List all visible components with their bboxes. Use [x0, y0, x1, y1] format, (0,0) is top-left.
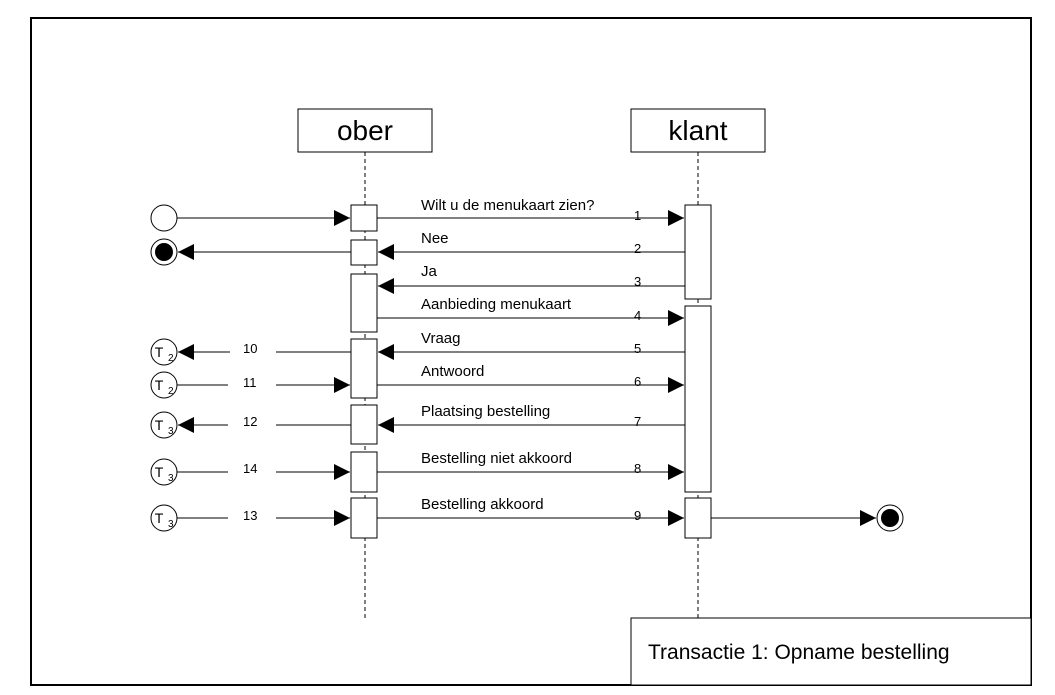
side-link-11-number: 11	[243, 375, 257, 390]
side-link-14-number: 14	[243, 461, 257, 476]
activation-ober-1	[350, 204, 378, 232]
end-node-left	[155, 243, 173, 261]
side-node-14-sub: 3	[168, 473, 174, 484]
title-box	[630, 617, 1032, 686]
message-label-7: Plaatsing bestelling	[421, 403, 550, 420]
message-number-4: 4	[634, 308, 641, 323]
end-node-right	[881, 509, 899, 527]
actor-label-klant: klant	[668, 115, 727, 146]
activation-ober-2	[350, 239, 378, 266]
activation-ober-3	[350, 273, 378, 333]
message-label-2: Nee	[421, 230, 449, 247]
side-node-11-letter: T	[155, 377, 164, 393]
message-number-3: 3	[634, 274, 641, 289]
actor-box-ober	[297, 108, 433, 153]
side-link-10-number: 10	[243, 341, 257, 356]
activation-ober-6	[350, 451, 378, 493]
side-node-12	[150, 411, 178, 439]
side-node-10	[150, 338, 178, 366]
side-node-12-sub: 3	[168, 426, 174, 437]
message-label-5: Vraag	[421, 330, 460, 347]
message-label-1: Wilt u de menukaart zien?	[421, 197, 594, 214]
side-node-10-letter: T	[155, 344, 164, 360]
activation-klant-2	[684, 305, 712, 493]
side-link-12-number: 12	[243, 414, 257, 429]
message-label-4: Aanbieding menukaart	[421, 296, 572, 313]
message-number-9: 9	[634, 508, 641, 523]
side-node-12-letter: T	[155, 417, 164, 433]
actor-box-klant	[630, 108, 766, 153]
activation-klant-3	[684, 497, 712, 539]
start-node	[150, 204, 178, 232]
activation-ober-5	[350, 404, 378, 445]
activation-klant-1	[684, 204, 712, 300]
actor-label-ober: ober	[337, 115, 393, 146]
message-number-6: 6	[634, 374, 641, 389]
side-node-14-letter: T	[155, 464, 164, 480]
message-label-9: Bestelling akkoord	[421, 496, 544, 513]
message-number-5: 5	[634, 341, 641, 356]
message-label-6: Antwoord	[421, 363, 484, 380]
message-label-8: Bestelling niet akkoord	[421, 450, 572, 467]
side-node-13-sub: 3	[168, 519, 174, 530]
outer-frame	[30, 17, 1032, 686]
message-label-3: Ja	[421, 263, 438, 280]
side-node-10-sub: 2	[168, 353, 174, 364]
side-node-13-letter: T	[155, 510, 164, 526]
side-link-13-number: 13	[243, 508, 257, 523]
diagram-title: Transactie 1: Opname bestelling	[648, 641, 950, 664]
message-number-8: 8	[634, 461, 641, 476]
message-number-7: 7	[634, 414, 641, 429]
message-number-2: 2	[634, 241, 641, 256]
message-number-1: 1	[634, 208, 641, 223]
side-node-11-sub: 2	[168, 386, 174, 397]
activation-ober-7	[350, 497, 378, 539]
activation-ober-4	[350, 338, 378, 399]
